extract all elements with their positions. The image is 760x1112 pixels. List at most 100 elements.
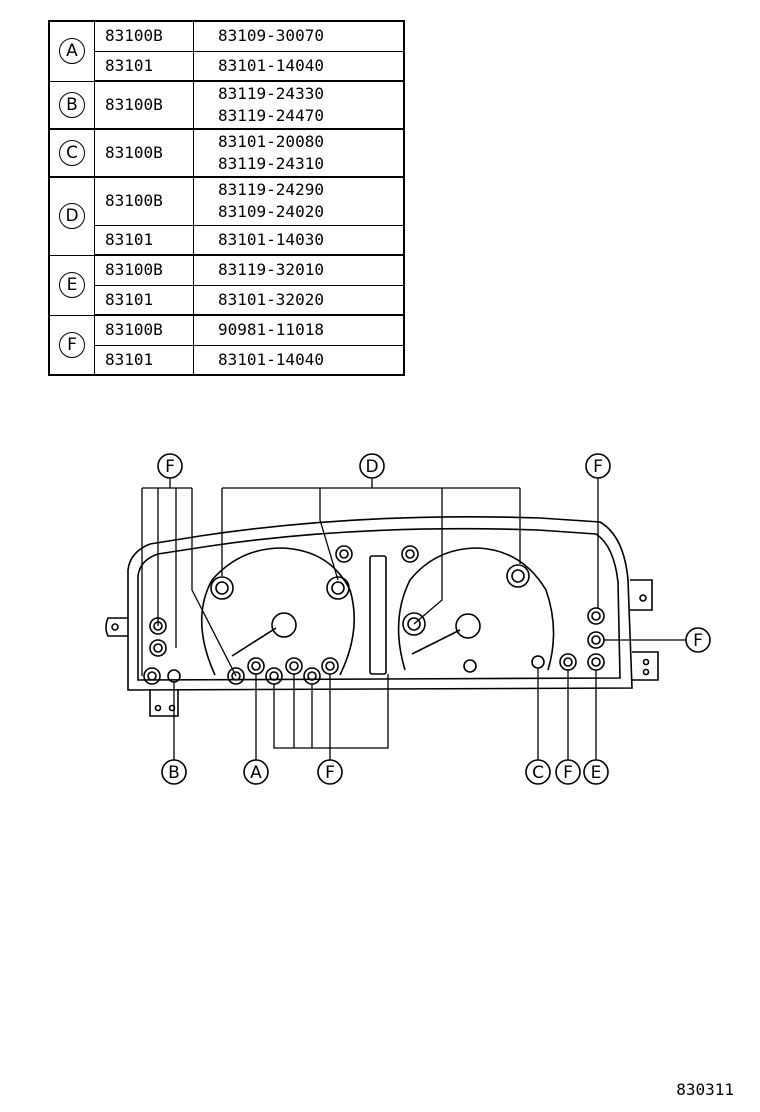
reference-code: 830311 (676, 1080, 734, 1099)
cluster-housing-inner (137, 527, 621, 681)
mount-tab-right-top-hole (639, 594, 647, 602)
part-numbers-cell: 83119-24330 83119-24470 (193, 80, 405, 130)
group-key-cell: E (48, 254, 95, 316)
callout-b-bottom: B (168, 763, 180, 783)
callout-f-right-ring (685, 627, 711, 653)
right-gauge-hub (455, 613, 481, 639)
part-numbers-cell: 83101-14040 (193, 50, 405, 82)
part-number: 83101-14040 (218, 349, 324, 369)
left-gauge-needle (231, 627, 277, 657)
part-number: 90981-11018 (218, 320, 324, 340)
part-number: 83101-14030 (218, 229, 324, 249)
category-cell: 83100B (94, 254, 194, 286)
table-row: E 83100B 83119-32010 (48, 254, 405, 316)
category-cell: 83101 (94, 224, 194, 256)
callout-b-bottom-ring (161, 759, 187, 785)
group-key-cell: B (48, 80, 95, 130)
category-cell: 83100B (94, 176, 194, 226)
mount-tab-right-hole-1 (642, 658, 650, 666)
table-row: 83101 83101-14040 (49, 344, 405, 376)
group-key-label: E (59, 272, 85, 298)
part-number: 83119-24330 (218, 84, 324, 103)
group-key-cell: A (48, 20, 95, 82)
part-numbers-cell: 83109-30070 (193, 20, 405, 52)
callout-f-top-left-ring (157, 453, 183, 479)
callout-d-top-ring (359, 453, 385, 479)
group-key-label: A (59, 38, 85, 65)
category-cell: 83101 (94, 344, 194, 376)
callout-c-bottom: C (532, 763, 544, 783)
left-gauge-hub (271, 612, 297, 638)
cluster-housing-outline (127, 516, 633, 691)
callout-f-top-left: F (165, 457, 175, 477)
callout-f-right: F (693, 631, 703, 651)
group-key-cell: D (48, 176, 95, 256)
table-row: 83101 83101-14030 (49, 224, 405, 256)
mount-tab-bottom-hole-1 (154, 704, 162, 712)
callout-d-top: D (365, 457, 378, 477)
callout-a-bottom-ring (243, 759, 269, 785)
mount-tab-right (632, 651, 659, 681)
callout-c-bottom-ring (525, 759, 551, 785)
instrument-cluster-diagram: F D F F B A F C F E (105, 453, 711, 785)
part-numbers-cell: 83101-20080 83119-24310 (193, 128, 405, 178)
table-row: 83101 83101-14040 (49, 50, 405, 82)
right-gauge-bezel (397, 547, 555, 671)
category-cell: 83100B (94, 128, 194, 178)
callout-f-top-right: F (593, 457, 603, 477)
part-number: 83119-32010 (218, 260, 324, 280)
part-numbers-cell: 83101-14030 (193, 224, 405, 256)
callout-f-bottom-right: F (563, 763, 573, 783)
group-key-cell: F (48, 314, 95, 376)
category-cell: 83101 (94, 50, 194, 82)
table-row: 83101 83101-32020 (49, 284, 405, 316)
part-number: 83101-20080 (218, 132, 324, 151)
mount-tab-right-top (630, 579, 653, 611)
group-key-label: F (59, 331, 85, 358)
mount-tab-bottom-left (149, 690, 179, 717)
part-number: 83119-24290 (218, 180, 324, 200)
category-cell: 83100B (94, 80, 194, 130)
callout-a-bottom: A (250, 763, 262, 783)
part-number: 83119-24310 (218, 154, 324, 173)
group-key-label: C (59, 140, 85, 166)
part-numbers-cell: 83101-14040 (193, 344, 405, 376)
callout-f-bottom-right-ring (555, 759, 581, 785)
category-cell: 83101 (94, 284, 194, 316)
mount-tab-left-hole (111, 623, 119, 631)
part-number: 83109-24020 (218, 202, 324, 222)
callout-f-top-right-ring (585, 453, 611, 479)
group-key-label: B (59, 91, 85, 118)
right-gauge-needle (411, 629, 461, 655)
table-row: F 83100B 90981-11018 (48, 314, 405, 376)
category-cell: 83100B (94, 20, 194, 52)
part-number: 83101-32020 (218, 289, 324, 309)
part-numbers-cell: 90981-11018 (193, 314, 405, 346)
part-numbers-cell: 83119-32010 (193, 254, 405, 286)
table-row: A 83100B 83109-30070 (48, 20, 405, 82)
part-number: 83109-30070 (218, 26, 324, 46)
center-indicator-strip (369, 555, 387, 675)
group-key-label: D (59, 203, 85, 230)
leader-lines (141, 478, 686, 760)
callout-f-bottom-mid-ring (317, 759, 343, 785)
group-key-cell: C (48, 128, 95, 178)
part-number: 83101-14040 (218, 55, 324, 75)
mount-tab-right-hole-2 (642, 668, 650, 676)
right-gauge-small-lamp (463, 659, 477, 673)
callout-f-bottom-mid: F (325, 763, 335, 783)
callout-e-bottom: E (591, 763, 602, 783)
callout-e-bottom-ring (583, 759, 609, 785)
left-gauge-bezel (200, 547, 355, 676)
mount-tab-left (105, 617, 128, 637)
table-row: B 83100B 83119-24330 83119-24470 (48, 80, 405, 130)
part-number: 83119-24470 (218, 106, 324, 125)
part-numbers-cell: 83101-32020 (193, 284, 405, 316)
category-cell: 83100B (94, 314, 194, 346)
lamp-sockets (143, 545, 605, 685)
table-row: C 83100B 83101-20080 83119-24310 (48, 128, 405, 178)
